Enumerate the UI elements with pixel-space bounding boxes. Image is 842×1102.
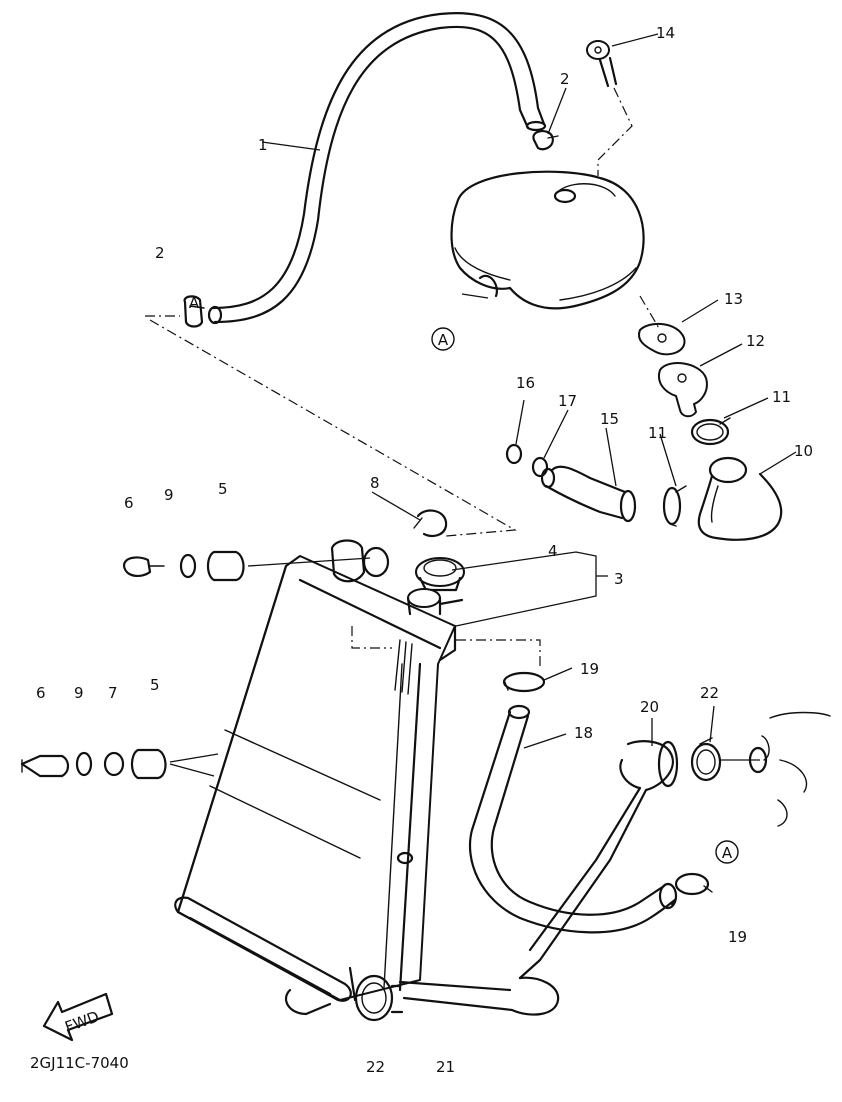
label-8: 8 (370, 474, 380, 492)
filler-neck (406, 588, 464, 616)
label-9-lower: 9 (74, 684, 84, 702)
marker-a-clip: A (189, 294, 200, 312)
fwd-arrow: FWD (42, 992, 114, 1042)
leader-lines (261, 33, 797, 749)
engine-fitting (748, 711, 831, 827)
label-20: 20 (640, 698, 659, 716)
tank-body (450, 170, 645, 310)
pipe-8 (413, 509, 448, 537)
clip-2-left (183, 295, 205, 328)
link-line-reservoir (351, 626, 392, 649)
washer-9-upper (179, 553, 197, 579)
hose-20 (398, 740, 679, 1016)
clamp-19-upper (502, 671, 546, 693)
marker-a-lower: A (715, 840, 739, 864)
label-18: 18 (574, 724, 593, 742)
label-5-lower: 5 (150, 676, 160, 694)
link-line-upper (145, 315, 517, 537)
label-22-lower: 22 (366, 1058, 385, 1076)
label-12: 12 (746, 332, 765, 350)
leader-6-9-7-5-lower (169, 753, 219, 777)
svg-text:FWD: FWD (62, 1007, 101, 1036)
label-7: 7 (108, 684, 118, 702)
marker-a-upper: A (431, 327, 455, 351)
clamp-19-lower (674, 872, 713, 896)
svg-text:A: A (722, 844, 733, 862)
pipe-15 (540, 465, 637, 523)
label-1: 1 (258, 136, 268, 154)
bolt-6-upper (122, 556, 165, 578)
clamp-11-upper (690, 417, 731, 446)
hose-10 (697, 456, 783, 541)
label-21: 21 (436, 1058, 455, 1076)
label-10: 10 (794, 442, 813, 460)
label-11-lower: 11 (648, 424, 667, 442)
label-4: 4 (548, 542, 558, 560)
bolt-6-lower (20, 754, 70, 778)
label-17: 17 (558, 392, 577, 410)
label-6-upper: 6 (124, 494, 134, 512)
label-9-upper: 9 (164, 486, 174, 504)
leader-6-9-5-upper (247, 557, 371, 567)
drawing-code: 2GJ11C-7040 (30, 1054, 129, 1072)
clamp-22-right (690, 737, 722, 782)
gasket-axis (639, 295, 661, 331)
label-5-upper: 5 (218, 480, 228, 498)
label-6-lower: 6 (36, 684, 46, 702)
label-19-lower: 19 (728, 928, 747, 946)
label-19-upper: 19 (580, 660, 599, 678)
clamp-22-lower (354, 974, 394, 1022)
label-3: 3 (614, 570, 624, 588)
radiator-3 (174, 555, 457, 1002)
radiator-upper-stub (330, 539, 366, 583)
hose-1 (207, 12, 547, 325)
svg-text:A: A (438, 331, 449, 349)
label-14: 14 (656, 24, 675, 42)
o-ring-16 (505, 443, 523, 465)
grommet-5-lower (130, 748, 167, 780)
collar-7 (103, 751, 125, 777)
washer-9-lower (75, 751, 93, 777)
clip-2-upper (532, 130, 559, 151)
label-2-upper: 2 (560, 70, 570, 88)
bolt-14-axis (597, 87, 633, 176)
svg-text:A: A (189, 294, 200, 312)
radiator-cap-4 (415, 557, 465, 592)
label-11-upper: 11 (772, 388, 791, 406)
clamp-11-lower (662, 485, 687, 527)
part-labels: 1 2 2 14 13 12 11 10 16 17 15 11 8 6 9 5… (36, 24, 813, 1076)
outlet-12 (658, 362, 708, 418)
bolt-14 (586, 40, 618, 88)
label-13: 13 (724, 290, 743, 308)
hose-18 (468, 704, 678, 934)
label-2-left: 2 (155, 244, 165, 262)
grommet-5-upper (206, 550, 245, 582)
radiator-upper-stub-ring (362, 546, 390, 578)
gasket-13 (638, 322, 686, 356)
o-ring-17 (531, 456, 549, 478)
label-15: 15 (600, 410, 619, 428)
hose-21 (284, 984, 404, 1016)
label-22-right: 22 (700, 684, 719, 702)
link-line-19 (456, 639, 541, 670)
label-16: 16 (516, 374, 535, 392)
